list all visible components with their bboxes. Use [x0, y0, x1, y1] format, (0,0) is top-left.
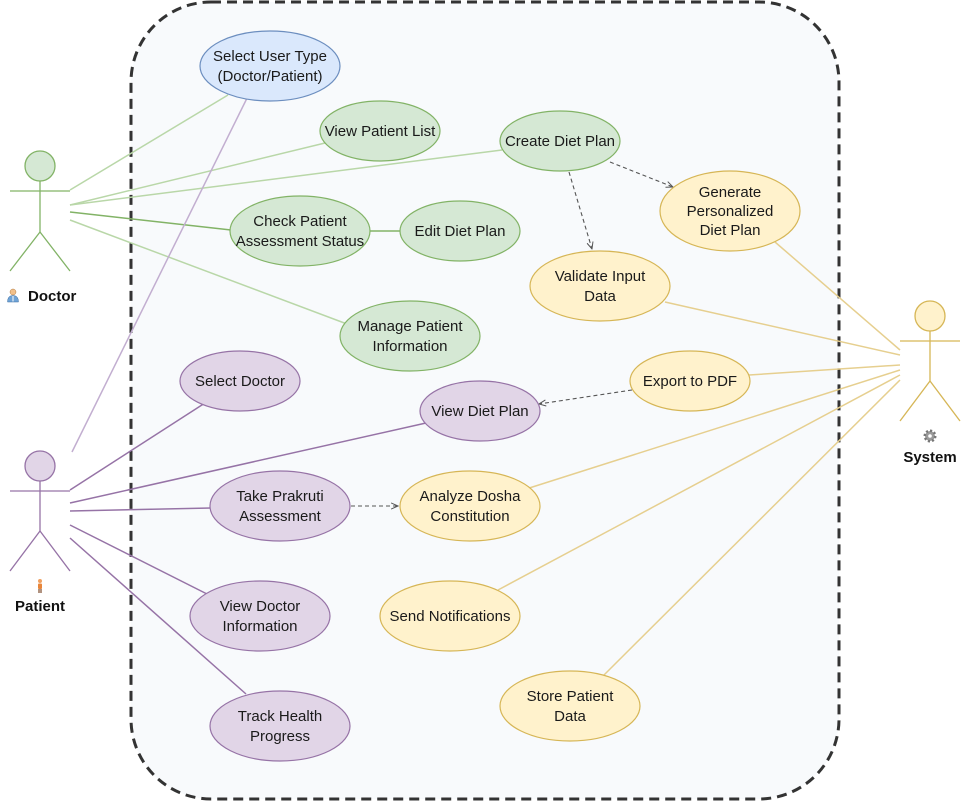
line-doctor-manage-info	[69, 219, 348, 325]
use-case-take-assessment[interactable]: Take Prakruti Assessment	[209, 470, 351, 542]
line-system-export-pdf	[748, 364, 901, 376]
use-case-create-diet-plan[interactable]: Create Diet Plan	[499, 110, 621, 172]
line-system-send-notifications	[497, 374, 901, 591]
use-case-label: Select User Type	[213, 48, 327, 65]
actor-label-system: System	[903, 449, 956, 466]
use-case-analyze-dosha[interactable]: Analyze Dosha Constitution	[399, 470, 541, 542]
actor-label-patient: Patient	[15, 598, 65, 615]
use-case-send-notifications[interactable]: Send Notifications	[379, 580, 521, 652]
use-case-label: (Doctor/Patient)	[217, 68, 322, 85]
arrow-create-to-validate	[568, 171, 592, 249]
use-case-label: Assessment Status	[236, 233, 364, 250]
use-case-label: Generate	[699, 184, 762, 201]
use-case-label: View Patient List	[325, 123, 436, 140]
use-case-select-user-type[interactable]: Select User Type (Doctor/Patient)	[199, 30, 341, 102]
use-case-manage-info[interactable]: Manage Patient Information	[339, 300, 481, 372]
use-case-label: Analyze Dosha	[420, 488, 522, 505]
arrow-export-to-view	[539, 389, 633, 404]
use-case-label: Data	[554, 708, 586, 725]
use-case-label: Take Prakruti	[236, 488, 324, 505]
arrow-create-to-generate	[609, 161, 673, 187]
use-case-edit-diet-plan[interactable]: Edit Diet Plan	[399, 200, 521, 262]
association-lines	[69, 81, 901, 695]
use-case-label: Check Patient	[253, 213, 347, 230]
dependency-arrows	[351, 161, 673, 506]
line-system-store-data	[603, 379, 901, 676]
use-case-label: Send Notifications	[390, 608, 511, 625]
line-doctor-check-assessment	[69, 211, 232, 231]
line-system-analyze-dosha	[522, 369, 901, 491]
line-patient-select-user-type	[71, 81, 256, 453]
line-doctor-select-user-type	[69, 94, 229, 191]
use-case-view-patient-list[interactable]: View Patient List	[319, 100, 441, 162]
stick-figure	[9, 150, 71, 272]
actor-doctor[interactable]: Doctor	[7, 150, 77, 305]
use-case-label: Personalized	[687, 203, 774, 220]
use-case-generate-plan[interactable]: Generate Personalized Diet Plan	[659, 170, 801, 252]
line-patient-track-health	[69, 537, 247, 695]
use-case-label: Diet Plan	[700, 222, 761, 239]
line-patient-view-doctor-info	[69, 524, 208, 595]
line-patient-select-doctor	[69, 402, 206, 491]
use-case-label: Data	[584, 288, 616, 305]
line-patient-view-diet-plan	[69, 422, 427, 504]
person-icon	[38, 579, 42, 593]
use-case-label: Constitution	[430, 508, 509, 525]
use-case-store-patient-data[interactable]: Store Patient Data	[499, 670, 641, 742]
use-case-check-assessment[interactable]: Check Patient Assessment Status	[229, 195, 371, 267]
actor-patient[interactable]: Patient	[9, 450, 71, 615]
use-case-label: View Doctor	[220, 598, 301, 615]
line-system-validate-input	[664, 301, 901, 356]
use-case-view-doctor-info[interactable]: View Doctor Information	[189, 580, 331, 652]
use-case-label: Progress	[250, 728, 310, 745]
gear-icon	[923, 429, 937, 443]
stick-figure	[9, 450, 71, 572]
use-case-select-doctor[interactable]: Select Doctor	[179, 350, 301, 412]
doctor-icon	[7, 288, 19, 303]
use-case-label: Validate Input	[555, 268, 646, 285]
line-doctor-view-patient-list	[69, 142, 326, 206]
use-case-label: Edit Diet Plan	[415, 223, 506, 240]
use-cases: Select User Type (Doctor/Patient) View P…	[179, 30, 801, 762]
use-case-label: Export to PDF	[643, 373, 737, 390]
line-system-generate-plan	[774, 241, 901, 351]
use-case-export-pdf[interactable]: Export to PDF	[629, 350, 751, 412]
line-doctor-create-diet-plan	[69, 149, 503, 206]
use-case-label: Select Doctor	[195, 373, 285, 390]
use-case-label: Store Patient	[527, 688, 615, 705]
use-case-label: View Diet Plan	[431, 403, 528, 420]
use-case-label: Assessment	[239, 508, 322, 525]
use-case-label: Track Health	[238, 708, 322, 725]
use-case-validate-input[interactable]: Validate Input Data	[529, 250, 671, 322]
use-case-label: Information	[372, 338, 447, 355]
use-case-label: Create Diet Plan	[505, 133, 615, 150]
actor-system[interactable]: System	[899, 300, 961, 466]
use-case-label: Manage Patient	[357, 318, 463, 335]
stick-figure	[899, 300, 961, 422]
use-case-track-health[interactable]: Track Health Progress	[209, 690, 351, 762]
use-case-label: Information	[222, 618, 297, 635]
actor-label-doctor: Doctor	[28, 288, 76, 305]
line-patient-take-assessment	[69, 507, 212, 512]
use-case-view-diet-plan[interactable]: View Diet Plan	[419, 380, 541, 442]
